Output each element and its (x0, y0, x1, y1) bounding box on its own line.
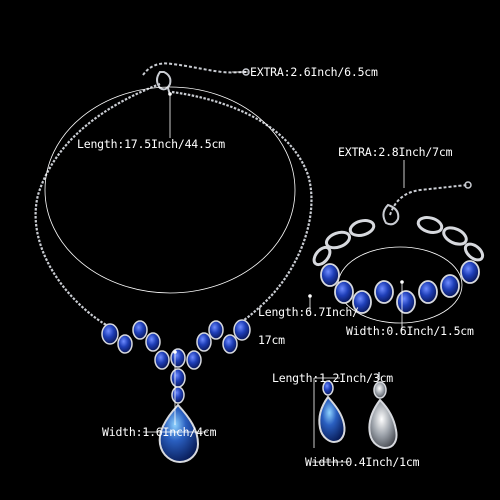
necklace-gems (101, 319, 251, 464)
bracelet-width-label: Width:0.6Inch/1.5cm (346, 324, 474, 338)
bracelet-links (312, 216, 485, 267)
earring-blue (318, 380, 346, 444)
bracelet-gems (320, 260, 480, 314)
earring-width-label: Width:0.4Inch/1cm (305, 455, 420, 469)
bracelet-extra-label: EXTRA:2.8Inch/7cm (338, 145, 453, 159)
bracelet (308, 160, 485, 330)
necklace-extra-label: EXTRA:2.6Inch/6.5cm (250, 65, 378, 79)
earring-length-label: Length:1.2Inch/3cm (272, 371, 394, 385)
necklace-clasp (156, 71, 172, 91)
necklace (34, 62, 313, 464)
necklace-chain-outer (34, 82, 161, 331)
necklace-length-label: Length:17.5Inch/44.5cm (77, 137, 225, 151)
necklace-width-label: Width:1.6Inch/4cm (102, 425, 217, 439)
bracelet-length-label: Length:6.7Inch/ (258, 305, 359, 319)
bracelet-extender-chain (389, 184, 469, 216)
bracelet-length-label-cm: 17cm (258, 333, 285, 347)
earring-clear (368, 372, 398, 450)
earrings (312, 372, 398, 463)
bracelet-clasp (382, 203, 400, 226)
length-measure-loop (44, 86, 296, 294)
necklace-chain-outer-right (171, 90, 313, 325)
